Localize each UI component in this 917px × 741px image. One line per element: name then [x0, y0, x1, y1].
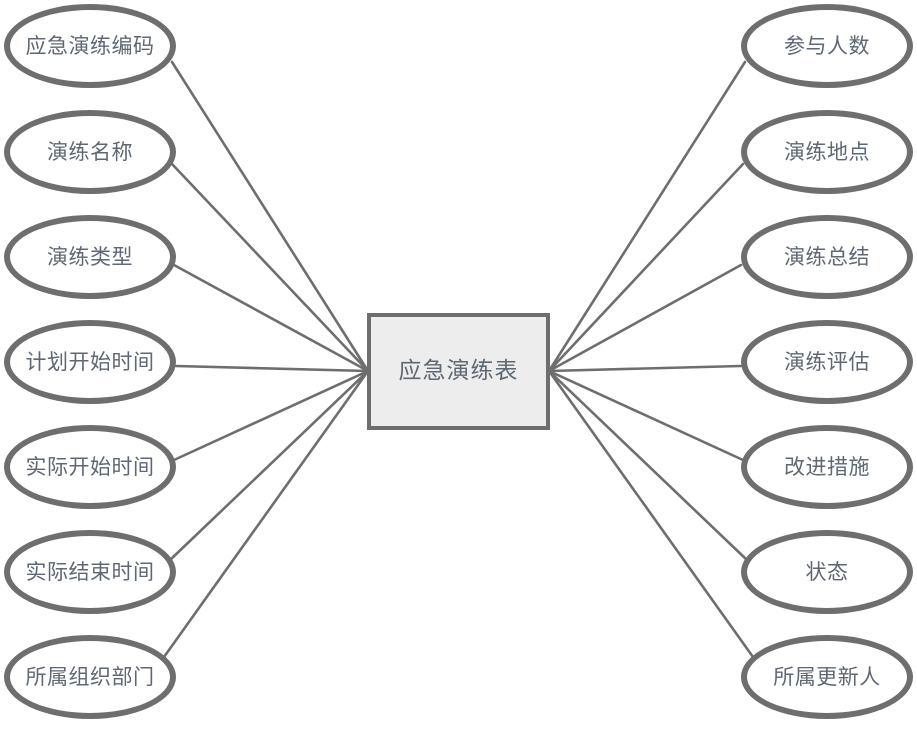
attribute-label: 改进措施: [784, 454, 870, 479]
attribute-node-left-5[interactable]: 实际结束时间: [4, 530, 176, 614]
attribute-node-right-5[interactable]: 状态: [741, 530, 913, 614]
attribute-node-right-6[interactable]: 所属更新人: [741, 635, 913, 719]
attribute-label: 实际结束时间: [25, 559, 155, 584]
attribute-label: 状态: [805, 559, 849, 584]
attribute-node-left-2[interactable]: 演练类型: [4, 215, 176, 299]
entity-node-emergency-drill-table[interactable]: 应急演练表: [367, 313, 550, 430]
attribute-node-left-3[interactable]: 计划开始时间: [4, 320, 176, 404]
attribute-label: 演练总结: [784, 244, 870, 269]
attribute-label: 所属组织部门: [25, 664, 155, 689]
attribute-node-left-6[interactable]: 所属组织部门: [4, 635, 176, 719]
attribute-node-right-2[interactable]: 演练总结: [741, 215, 913, 299]
attribute-label: 演练地点: [784, 139, 870, 164]
attribute-label: 实际开始时间: [25, 454, 155, 479]
attribute-node-left-1[interactable]: 演练名称: [4, 110, 176, 194]
attribute-node-left-4[interactable]: 实际开始时间: [4, 425, 176, 509]
attribute-node-right-1[interactable]: 演练地点: [741, 110, 913, 194]
attribute-label: 所属更新人: [773, 664, 881, 689]
attribute-node-right-4[interactable]: 改进措施: [741, 425, 913, 509]
attribute-label: 演练类型: [47, 244, 133, 269]
attribute-label: 计划开始时间: [25, 349, 155, 374]
attribute-label: 参与人数: [784, 33, 870, 58]
attribute-node-right-0[interactable]: 参与人数: [741, 4, 913, 88]
entity-label: 应急演练表: [398, 358, 519, 384]
attribute-label: 应急演练编码: [25, 33, 155, 58]
attribute-node-right-3[interactable]: 演练评估: [741, 320, 913, 404]
attribute-node-left-0[interactable]: 应急演练编码: [4, 4, 176, 88]
attribute-label: 演练评估: [784, 349, 870, 374]
attribute-label: 演练名称: [47, 139, 133, 164]
